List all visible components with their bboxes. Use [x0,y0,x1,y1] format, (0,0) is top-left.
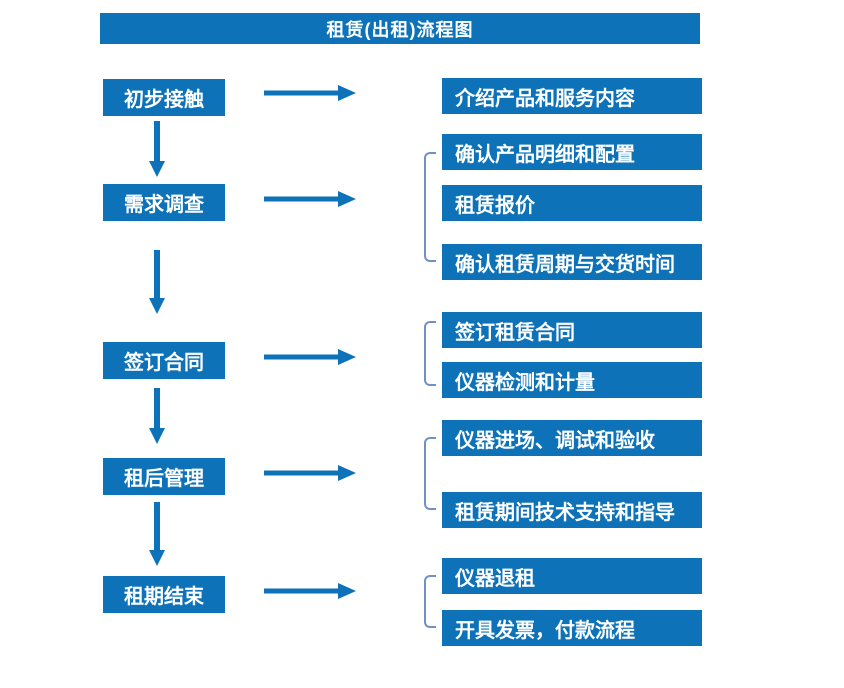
right-arrow-icon [264,191,356,207]
group-bracket [424,321,436,386]
detail-box: 仪器退租 [442,558,702,594]
right-arrow-icon [264,85,356,101]
detail-box: 租赁报价 [442,185,702,221]
detail-box: 租赁期间技术支持和指导 [442,492,702,528]
group-bracket [424,152,436,262]
detail-box: 开具发票，付款流程 [442,610,702,646]
right-arrow-icon [264,349,356,365]
right-arrow-icon [264,465,356,481]
right-arrow-icon [264,583,356,599]
group-bracket [424,437,436,510]
page-title: 租赁(出租)流程图 [326,19,474,40]
title-bar: 租赁(出租)流程图 [100,13,700,44]
detail-box: 签订租赁合同 [442,312,702,348]
group-bracket [424,575,436,628]
down-arrow-icon [149,502,165,566]
detail-box: 仪器进场、调试和验收 [442,420,702,456]
step-box-initial-contact: 初步接触 [103,79,225,116]
detail-box: 确认租赁周期与交货时间 [442,244,702,280]
step-box-post-rental-management: 租后管理 [103,458,225,495]
detail-box: 介绍产品和服务内容 [442,78,702,114]
down-arrow-icon [149,388,165,444]
down-arrow-icon [149,121,165,177]
step-box-rental-end: 租期结束 [103,576,225,613]
down-arrow-icon [149,250,165,314]
detail-box: 仪器检测和计量 [442,362,702,398]
detail-box: 确认产品明细和配置 [442,134,702,170]
step-box-sign-contract: 签订合同 [103,342,225,379]
step-box-demand-survey: 需求调查 [103,184,225,221]
